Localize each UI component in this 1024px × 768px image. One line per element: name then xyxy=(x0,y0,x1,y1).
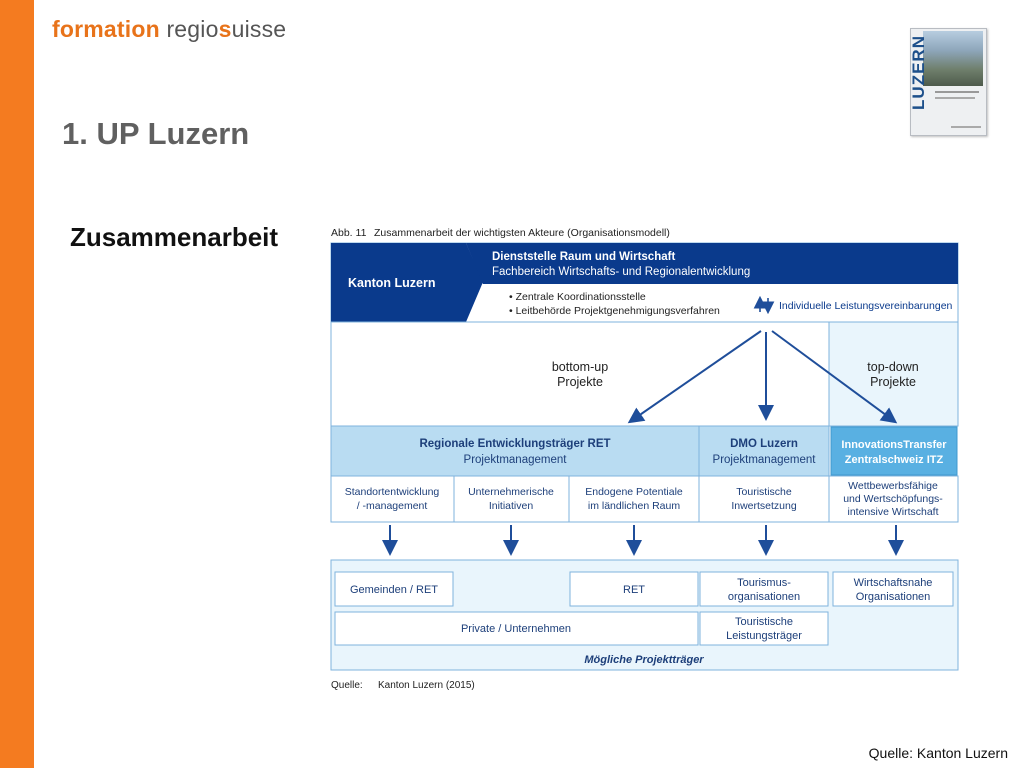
itz-box xyxy=(830,426,958,476)
figure-source-label: Quelle: xyxy=(331,680,363,691)
task-box-wettbewerb xyxy=(828,475,959,523)
figure-label: Abb. 11 xyxy=(331,227,367,239)
carrier-private-box xyxy=(334,611,699,646)
formation-regiosuisse-logo: formation regiosuisse xyxy=(52,16,287,42)
carrier-leistungstraeger-box xyxy=(699,611,829,646)
kanton-luzern-label: Kanton Luzern xyxy=(348,276,436,290)
task-koordinationsstelle: • Zentrale Koordinationsstelle xyxy=(509,291,646,303)
ret-box xyxy=(330,425,700,477)
luzern-report-cover-image: LUZERN xyxy=(910,28,987,136)
carrier-gemeinden: Gemeinden / RET xyxy=(350,584,438,596)
itz-line1: InnovationsTransfer xyxy=(841,439,947,451)
ret-title: Regionale Entwicklungsträger RET xyxy=(419,438,610,450)
carrier-tourismus-box xyxy=(699,571,829,607)
task-touristisch-line1: Touristische xyxy=(736,486,792,498)
dmo-title: DMO Luzern xyxy=(730,438,798,450)
arrow-to-ret xyxy=(627,330,762,424)
top-down-area xyxy=(828,321,959,427)
task-touristisch-line2: Inwertsetzung xyxy=(731,500,797,512)
task-wettbewerb-line1: Wettbewerbsfähige xyxy=(848,480,938,492)
task-box-touristisch xyxy=(698,475,830,523)
task-unternehmerisch-line1: Unternehmerische xyxy=(468,486,554,498)
arrow-to-itz xyxy=(771,330,898,424)
carrier-private: Private / Unternehmen xyxy=(461,623,571,635)
slide-subtitle: Zusammenarbeit xyxy=(70,222,279,252)
kanton-luzern-box xyxy=(331,243,483,322)
figure-source-text: Kanton Luzern (2015) xyxy=(378,680,475,691)
carrier-wirtschaft-line2: Organisationen xyxy=(856,591,931,603)
task-unternehmerisch-line2: Initiativen xyxy=(489,500,534,512)
task-wettbewerb-line2: und Wertschöpfungs- xyxy=(843,493,943,505)
carrier-ret: RET xyxy=(623,584,645,596)
carrier-ret-box xyxy=(569,571,699,607)
task-box-unternehmerisch xyxy=(453,475,570,523)
dienststelle-subtitle: Fachbereich Wirtschafts- und Regionalent… xyxy=(492,266,750,278)
task-endogen-line2: im ländlichen Raum xyxy=(588,500,680,512)
organisation-model-diagram: Abb. 11 Zusammenarbeit der wichtigsten A… xyxy=(330,227,959,691)
dmo-box xyxy=(698,425,830,477)
dmo-subtitle: Projektmanagement xyxy=(713,454,817,466)
orange-side-bar xyxy=(0,0,34,768)
dienststelle-title: Dienststelle Raum und Wirtschaft xyxy=(492,251,675,263)
task-wettbewerb-line3: intensive Wirtschaft xyxy=(847,506,938,518)
carrier-wirtschaft-box xyxy=(832,571,954,607)
carrier-wirtschaft-line1: Wirtschaftsnahe xyxy=(854,577,933,589)
top-down-label: top-down xyxy=(867,360,918,374)
carrier-tourismus-line2: organisationen xyxy=(728,591,800,603)
up-down-arrows-icon xyxy=(753,295,775,315)
carrier-tourismus-line1: Tourismus- xyxy=(737,577,791,589)
top-down-sub-label: Projekte xyxy=(870,375,916,389)
carrier-leistungstraeger-line2: Leistungsträger xyxy=(726,630,802,642)
task-leitbehoerde: • Leitbehörde Projektgenehmigungsverfahr… xyxy=(509,305,720,317)
carrier-leistungstraeger-line1: Touristische xyxy=(735,616,793,628)
task-standort-line2: / -management xyxy=(357,500,428,512)
cover-title-word: LUZERN xyxy=(910,35,928,110)
cover-photo xyxy=(923,31,983,86)
carrier-gemeinden-box xyxy=(334,571,454,607)
figure-caption: Zusammenarbeit der wichtigsten Akteure (… xyxy=(374,227,670,239)
project-carriers-label: Mögliche Projektträger xyxy=(584,654,704,666)
task-endogen-line1: Endogene Potentiale xyxy=(585,486,683,498)
ret-subtitle: Projektmanagement xyxy=(464,454,568,466)
slide-title: 1. UP Luzern xyxy=(62,116,250,151)
dienststelle-box xyxy=(466,243,958,284)
leistungsvereinbarungen-label: Individuelle Leistungsvereinbarungen xyxy=(779,300,953,312)
bottom-up-sub-label: Projekte xyxy=(557,375,603,389)
task-box-endogen xyxy=(568,475,700,523)
task-box-standort xyxy=(330,475,455,523)
bottom-up-label: bottom-up xyxy=(552,360,608,374)
itz-line2: Zentralschweiz ITZ xyxy=(845,454,944,466)
slide-source: Quelle: Kanton Luzern xyxy=(868,745,1008,761)
task-standort-line1: Standortentwicklung xyxy=(345,486,440,498)
